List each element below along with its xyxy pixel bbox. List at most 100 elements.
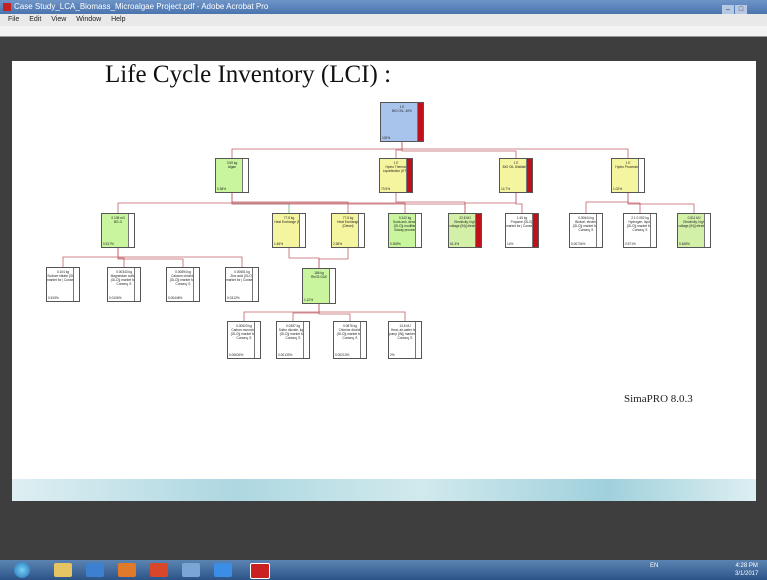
node-impact-bar bbox=[475, 214, 481, 247]
node-percent: 14.7% bbox=[501, 187, 510, 191]
link-root-algae bbox=[232, 142, 402, 158]
link-rhg-chlorine bbox=[319, 304, 350, 321]
window-titlebar: Case Study_LCA_Biomass_Microalgae Projec… bbox=[0, 0, 767, 14]
link-hx_diesel-rhg bbox=[319, 248, 348, 268]
clock-date: 3/1/2017 bbox=[735, 570, 758, 578]
link-flotation-elec1 bbox=[396, 193, 465, 213]
node-percent: 0.00446% bbox=[168, 296, 182, 300]
link-bgw-sodium bbox=[63, 248, 118, 267]
link-algae-soda bbox=[232, 193, 405, 213]
node-impact-bar bbox=[417, 103, 423, 141]
link-bgw-zinc bbox=[118, 248, 242, 267]
clock-time: 4:28 PM bbox=[735, 562, 758, 570]
menu-bar: File Edit View Window Help bbox=[0, 14, 767, 26]
node-impact-bar bbox=[134, 268, 140, 301]
link-root-flotation bbox=[396, 142, 402, 158]
slide-title: Life Cycle Inventory (LCI) : bbox=[105, 61, 391, 89]
clock: 4:28 PM 3/1/2017 bbox=[735, 562, 758, 578]
link-distillation-elec1 bbox=[465, 193, 516, 213]
menu-file[interactable]: File bbox=[8, 16, 19, 23]
node-percent: 2.38% bbox=[333, 242, 342, 246]
app-icon[interactable] bbox=[150, 563, 168, 577]
node-impact-bar bbox=[638, 159, 644, 192]
paint-icon[interactable] bbox=[182, 563, 200, 577]
link-rhg-sulfur bbox=[293, 304, 319, 321]
node-percent: 0.00213% bbox=[335, 353, 349, 357]
node-percent: 73.9% bbox=[381, 187, 390, 191]
node-percent: 0.0106% bbox=[109, 296, 122, 300]
node-impact-bar bbox=[329, 269, 335, 303]
internet-explorer-icon[interactable] bbox=[214, 563, 232, 577]
link-processing-biofuel bbox=[586, 193, 628, 213]
firefox-icon[interactable] bbox=[118, 563, 136, 577]
acrobat-taskbar-icon[interactable] bbox=[250, 563, 270, 579]
node-percent: 0.00734% bbox=[571, 242, 585, 246]
node-percent: 0.468% bbox=[679, 242, 690, 246]
node-impact-bar bbox=[406, 159, 412, 192]
node-impact-bar bbox=[360, 322, 366, 358]
lci-network-diagram: 1 EBIO OIL, 40%100% 3.55 kgAlgae0.38% 1 EH… bbox=[26, 96, 726, 410]
window-title: Case Study_LCA_Biomass_Microalgae Projec… bbox=[14, 0, 268, 14]
node-impact-bar bbox=[299, 214, 305, 247]
software-caption: SimaPRO 8.0.3 bbox=[624, 393, 693, 405]
node-impact-bar bbox=[650, 214, 656, 247]
node-percent: 100% bbox=[382, 136, 390, 140]
menu-edit[interactable]: Edit bbox=[29, 16, 41, 23]
link-distillation-propane bbox=[516, 193, 522, 213]
node-impact-bar bbox=[415, 214, 421, 247]
media-player-icon[interactable] bbox=[86, 563, 104, 577]
node-impact-bar bbox=[526, 159, 532, 192]
node-impact-bar bbox=[415, 322, 421, 358]
node-impact-bar bbox=[358, 214, 364, 247]
slide-decoration bbox=[12, 479, 756, 501]
node-percent: 2% bbox=[390, 353, 395, 357]
link-bgw-magnesium bbox=[118, 248, 124, 267]
node-percent: 0.00133% bbox=[278, 353, 292, 357]
node-percent: 61.3% bbox=[450, 242, 459, 246]
node-impact-bar bbox=[73, 268, 79, 301]
link-hx_rc-rhg bbox=[289, 248, 319, 268]
start-button[interactable] bbox=[14, 562, 30, 578]
link-rhg-carbon bbox=[244, 304, 319, 321]
node-impact-bar bbox=[596, 214, 602, 247]
link-algae-bgw bbox=[118, 193, 232, 213]
node-percent: 0.571% bbox=[625, 242, 636, 246]
menu-help[interactable]: Help bbox=[111, 16, 125, 23]
explorer-icon[interactable] bbox=[54, 563, 72, 577]
node-percent: 0.38% bbox=[217, 187, 226, 191]
node-impact-bar bbox=[532, 214, 538, 247]
menu-view[interactable]: View bbox=[51, 16, 66, 23]
node-impact-bar bbox=[254, 322, 260, 358]
menu-window[interactable]: Window bbox=[76, 16, 101, 23]
window-buttons: –□× bbox=[721, 2, 763, 12]
node-percent: 0.517% bbox=[103, 242, 114, 246]
link-root-processing bbox=[402, 142, 628, 158]
node-percent: 0.519% bbox=[48, 296, 59, 300]
diagram-links bbox=[26, 96, 726, 410]
node-impact-bar bbox=[128, 214, 134, 247]
link-bgw-calcium bbox=[118, 248, 183, 267]
